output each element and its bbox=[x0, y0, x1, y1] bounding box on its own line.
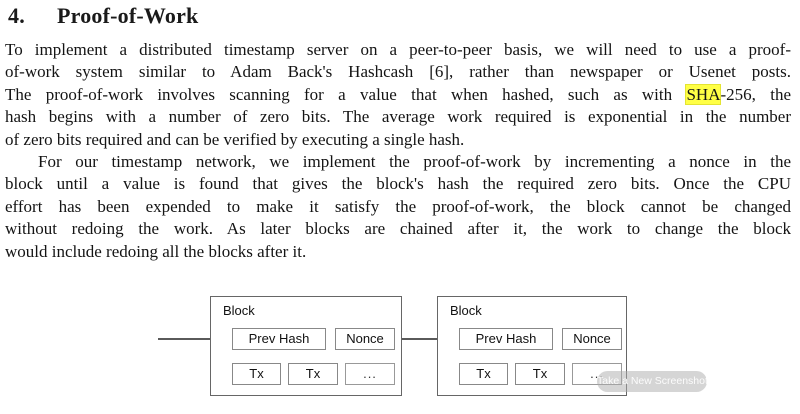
prev-hash-box: Prev Hash bbox=[232, 328, 326, 350]
paragraph-line: would include redoing all the blocks aft… bbox=[5, 241, 307, 261]
body-text: To implement a distributed timestamp ser… bbox=[5, 39, 791, 263]
section-title: Proof-of-Work bbox=[57, 3, 199, 28]
tx-box: Tx bbox=[515, 363, 565, 385]
block-label: Block bbox=[450, 303, 482, 318]
more-tx-box: ... bbox=[345, 363, 395, 385]
incoming-chain-arrow-line bbox=[158, 338, 220, 340]
tx-box: Tx bbox=[459, 363, 508, 385]
nonce-box: Nonce bbox=[562, 328, 622, 350]
section-heading: 4. Proof-of-Work bbox=[8, 3, 199, 29]
search-highlight: SHA bbox=[686, 84, 721, 104]
block-1: Block Prev Hash Nonce Tx Tx ... bbox=[210, 296, 402, 396]
take-new-screenshot-button[interactable]: Take a New Screenshot bbox=[597, 371, 708, 392]
nonce-box: Nonce bbox=[335, 328, 395, 350]
block-label: Block bbox=[223, 303, 255, 318]
block-2: Block Prev Hash Nonce Tx Tx ... bbox=[437, 296, 627, 396]
paragraph-line: of-work system similar to Adam Back's Ha… bbox=[5, 62, 791, 82]
paragraph-line: block until a value is found that gives … bbox=[5, 174, 791, 194]
paragraph-line: effort has been expended to make it sati… bbox=[5, 196, 791, 216]
tx-box: Tx bbox=[288, 363, 338, 385]
paragraph-line: To implement a distributed timestamp ser… bbox=[5, 40, 791, 59]
paragraph-line: hash begins with a number of zero bits. … bbox=[5, 107, 791, 127]
paragraph-line: The proof-of-work involves scanning for … bbox=[5, 84, 791, 106]
chain-link-arrow-line bbox=[402, 338, 448, 340]
paragraph-line: For our timestamp network, we implement … bbox=[38, 151, 791, 171]
tx-box: Tx bbox=[232, 363, 281, 385]
paragraph-line: without redoing the work. As later block… bbox=[5, 219, 791, 239]
paragraph-line-text: The proof-of-work involves scanning for … bbox=[5, 84, 687, 104]
prev-hash-box: Prev Hash bbox=[459, 328, 553, 350]
paragraph-line-text: -256, the bbox=[720, 84, 791, 104]
section-number: 4. bbox=[8, 3, 25, 28]
paragraph-line: of zero bits required and can be verifie… bbox=[5, 129, 465, 149]
